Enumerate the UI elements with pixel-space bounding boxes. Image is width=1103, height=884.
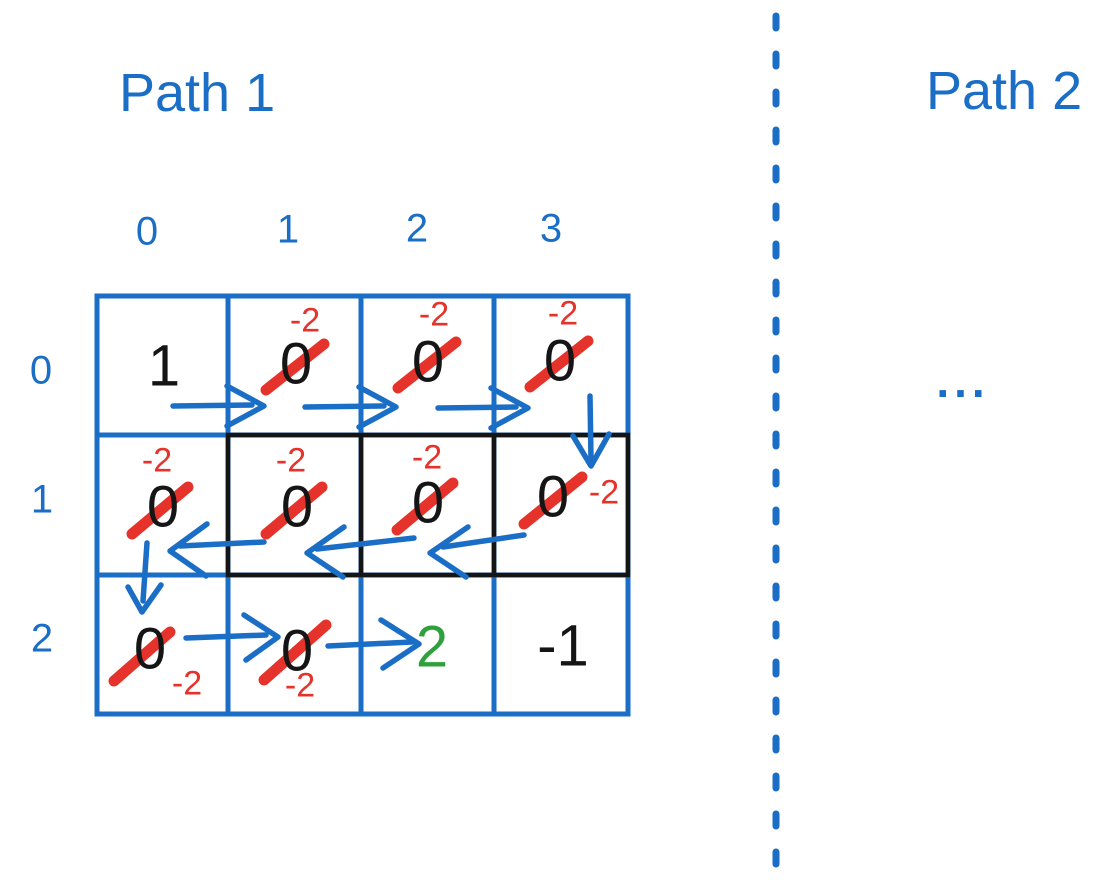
row-header-0: 0 <box>29 348 53 393</box>
path2-ellipsis: ... <box>936 355 990 407</box>
penalty-r0c3: -2 <box>547 294 579 333</box>
cell-r2c3-value: -1 <box>537 613 589 679</box>
path1-title: Path 1 <box>119 63 276 123</box>
arrow-right-r0c0-to-r0c1 <box>170 383 267 429</box>
col-header-2: 2 <box>405 206 429 251</box>
arrow-right-r2c0-to-r2c1 <box>183 612 281 663</box>
cell-r1c3-value: 0 <box>536 464 570 530</box>
cell-r1c1-value: 0 <box>280 474 314 540</box>
penalty-r1c1: -2 <box>275 441 307 480</box>
row-header-1: 1 <box>30 477 54 522</box>
penalty-r1c0: -2 <box>141 441 173 480</box>
cell-r1c2-value: 0 <box>411 470 445 536</box>
penalty-r2c0: -2 <box>171 664 203 703</box>
arrow-right-r2c1-to-r2c2 <box>325 617 422 671</box>
penalty-r1c2: -2 <box>411 438 443 477</box>
arrow-down-r0c3-to-r1c3 <box>570 393 612 469</box>
cell-r0c1-value: 0 <box>279 331 313 397</box>
col-header-0: 0 <box>135 209 159 254</box>
arrow-right-r0c1-to-r0c2 <box>302 384 399 430</box>
cell-r0c3-value: 0 <box>543 328 577 394</box>
cell-r2c0-value: 0 <box>133 616 167 682</box>
col-header-3: 3 <box>539 206 563 251</box>
row-header-2: 2 <box>30 616 54 661</box>
col-header-1: 1 <box>276 207 300 252</box>
penalty-r0c2: -2 <box>418 295 450 334</box>
cell-r0c2-value: 0 <box>411 329 445 395</box>
cell-r2c2-value: 2 <box>415 614 449 680</box>
arrow-left-r1c2-to-r1c1 <box>304 524 417 580</box>
cell-r1c0-value: 0 <box>146 474 180 540</box>
arrow-down-r1c0-to-r2c0 <box>125 540 164 615</box>
path2-title: Path 2 <box>926 61 1083 121</box>
cell-r2c1-value: 0 <box>280 618 314 684</box>
arrow-right-r0c2-to-r0c3 <box>435 385 531 431</box>
penalty-r1c3: -2 <box>588 473 620 512</box>
cell-r0c0-value: 1 <box>147 333 181 399</box>
penalty-r0c1: -2 <box>289 301 321 340</box>
penalty-r2c1: -2 <box>284 666 316 705</box>
arrow-left-r1c1-to-r1c0 <box>167 521 267 579</box>
